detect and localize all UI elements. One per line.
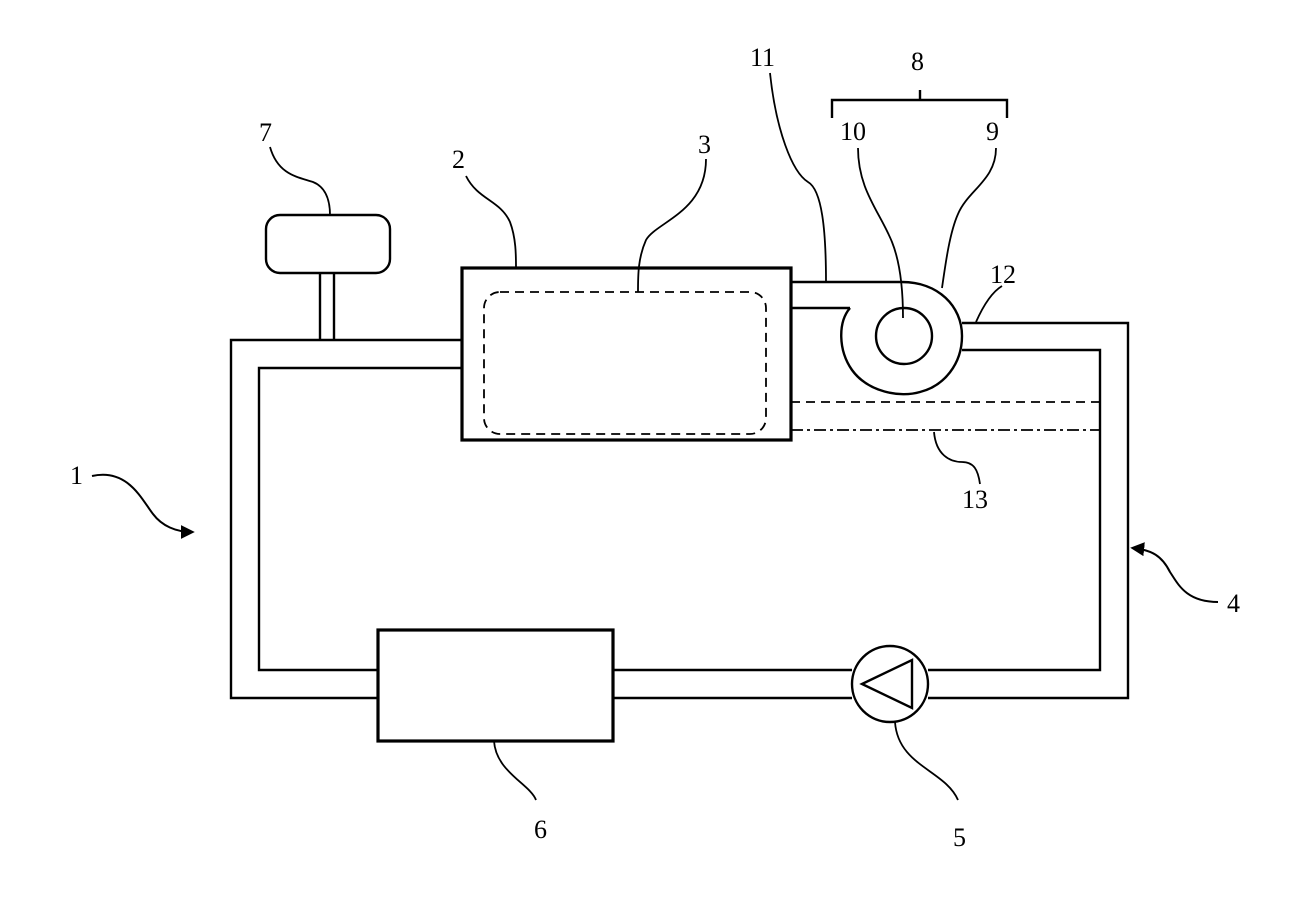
conduit-inner-left [259,368,462,670]
label-12: 12 [990,260,1016,289]
line-13 [791,402,1100,430]
leader-9 [942,148,996,288]
arrow-4 [1133,548,1218,602]
label-11: 11 [750,43,775,72]
conduit-inner-right [928,350,1100,670]
leader-6 [494,741,536,800]
leader-13 [934,432,980,484]
label-2: 2 [452,145,465,174]
housing-9-volute [841,282,962,394]
arrow-1 [92,475,192,532]
label-10: 10 [840,117,866,146]
unit-6-box [378,630,613,741]
conduit-outer-right [928,323,1128,698]
label-8: 8 [911,47,924,76]
leader-2 [466,176,516,268]
label-3: 3 [698,130,711,159]
bracket-8 [832,90,1007,118]
leader-7 [270,147,330,215]
leader-12 [976,286,1002,322]
leader-5 [895,722,958,800]
chamber-2-box [462,268,791,440]
chamber-2 [462,268,791,440]
label-9: 9 [986,117,999,146]
unit-7 [266,215,390,340]
label-6: 6 [534,815,547,844]
assembly-8 [791,282,962,394]
label-5: 5 [953,823,966,852]
label-1: 1 [70,461,83,490]
label-13: 13 [962,485,988,514]
element-10-circle [876,308,932,364]
unit-7-box [266,215,390,273]
pump-5 [852,646,928,722]
leader-11 [770,73,826,282]
leader-10 [858,148,903,318]
label-4: 4 [1227,589,1240,618]
label-7: 7 [259,118,272,147]
